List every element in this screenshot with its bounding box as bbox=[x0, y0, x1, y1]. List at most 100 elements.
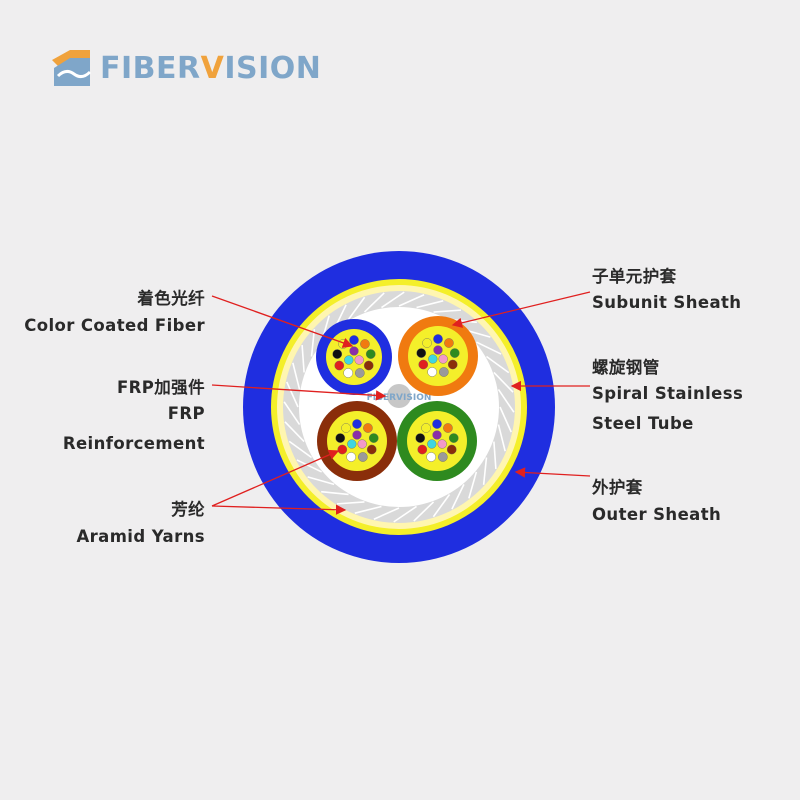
spiral-line bbox=[373, 507, 400, 520]
fiber bbox=[347, 439, 357, 449]
fiber bbox=[438, 452, 448, 462]
spiral-line bbox=[310, 329, 316, 357]
fiber bbox=[332, 349, 343, 359]
spiral-line bbox=[347, 296, 366, 321]
fiber bbox=[446, 444, 457, 455]
subunit-brown bbox=[317, 401, 397, 481]
spiral-line bbox=[292, 362, 301, 390]
fiber bbox=[354, 355, 364, 365]
spiral-tube-lines bbox=[283, 291, 515, 523]
label-subunit-cn: 子单元护套 bbox=[592, 267, 677, 286]
spiral-line bbox=[413, 501, 435, 522]
spiral-line bbox=[476, 341, 502, 355]
subunit-green bbox=[397, 401, 477, 481]
arrow-aramid-2 bbox=[211, 504, 347, 515]
spiral-line bbox=[451, 484, 465, 510]
label-aramid-en: Aramid Yarns bbox=[76, 527, 205, 546]
arrow-color-coated-fiber bbox=[211, 295, 354, 348]
fiber bbox=[366, 444, 377, 455]
spiral-line bbox=[393, 505, 417, 523]
logo-wordmark: FIBERVISION bbox=[100, 50, 322, 86]
fiber bbox=[337, 444, 348, 455]
label-spiral-en-1: Spiral Stainless bbox=[592, 384, 744, 403]
fiber bbox=[363, 423, 373, 433]
spiral-line bbox=[301, 344, 305, 373]
fiber bbox=[349, 335, 359, 345]
spiral-line bbox=[493, 371, 514, 393]
spiral-line bbox=[497, 389, 515, 413]
fiber bbox=[334, 360, 345, 371]
fiber bbox=[415, 433, 426, 443]
spiral-line bbox=[432, 493, 451, 518]
spiral-line bbox=[284, 421, 305, 443]
fiber bbox=[335, 433, 346, 443]
fiber bbox=[343, 368, 353, 378]
spiral-line bbox=[381, 291, 405, 309]
fiber bbox=[437, 439, 447, 449]
arrow-outer-sheath bbox=[514, 467, 591, 478]
fiber bbox=[432, 430, 442, 440]
spiral-line bbox=[354, 505, 382, 514]
arrow-frp bbox=[211, 384, 387, 401]
label-frp-en-1: FRP bbox=[167, 404, 205, 423]
label-color-coated-fiber-en: Color Coated Fiber bbox=[24, 316, 205, 335]
subunit-blue bbox=[316, 319, 392, 395]
spiral-line bbox=[286, 381, 299, 408]
spiral-line bbox=[468, 471, 478, 499]
fiber bbox=[352, 430, 362, 440]
fiber bbox=[448, 433, 459, 443]
fiber bbox=[449, 348, 460, 358]
spiral-line bbox=[398, 294, 425, 307]
arrow-subunit-sheath bbox=[451, 291, 591, 328]
fiber bbox=[427, 367, 437, 377]
spiral-line bbox=[321, 490, 349, 496]
fiber bbox=[349, 346, 359, 356]
fiber bbox=[433, 345, 443, 355]
label-subunit-en: Subunit Sheath bbox=[592, 293, 742, 312]
label-spiral-cn: 螺旋钢管 bbox=[592, 358, 660, 377]
fiber bbox=[360, 339, 370, 349]
fiber bbox=[346, 452, 356, 462]
logo-mark-icon bbox=[52, 50, 92, 86]
label-aramid-cn: 芳纶 bbox=[171, 500, 205, 519]
fiber bbox=[444, 338, 454, 348]
spiral-line bbox=[288, 440, 313, 459]
fiber bbox=[358, 452, 368, 462]
label-frp-cn: FRP加强件 bbox=[117, 378, 205, 397]
fiber bbox=[417, 444, 428, 455]
subunit-orange bbox=[398, 316, 478, 396]
brand-logo: FIBERVISION bbox=[50, 48, 321, 88]
spiral-line bbox=[307, 476, 335, 486]
fiber bbox=[344, 355, 354, 365]
spiral-line bbox=[336, 501, 365, 505]
arrow-aramid-1 bbox=[211, 449, 340, 507]
label-outer-cn: 外护套 bbox=[592, 478, 643, 497]
spiral-line bbox=[493, 441, 497, 470]
fiber bbox=[422, 338, 432, 348]
fiber bbox=[426, 452, 436, 462]
label-outer-en: Outer Sheath bbox=[592, 505, 722, 524]
fiber bbox=[443, 423, 453, 433]
fiber bbox=[357, 439, 367, 449]
fiber bbox=[439, 367, 449, 377]
fiber bbox=[355, 368, 365, 378]
fiber bbox=[433, 334, 443, 344]
fiber bbox=[341, 423, 351, 433]
label-color-coated-fiber-cn: 着色光纤 bbox=[137, 289, 205, 308]
fiber bbox=[428, 354, 438, 364]
fiber bbox=[438, 354, 448, 364]
fiber bbox=[352, 419, 362, 429]
fiber bbox=[418, 359, 429, 370]
fiber bbox=[368, 433, 379, 443]
spiral-line bbox=[497, 424, 506, 452]
spiral-line bbox=[499, 406, 512, 433]
fiber bbox=[365, 349, 376, 359]
spiral-line bbox=[296, 459, 322, 473]
label-frp-en-2: Reinforcement bbox=[62, 434, 205, 453]
frp-reinforcement bbox=[387, 384, 411, 408]
label-spiral-en-2: Steel Tube bbox=[592, 414, 694, 433]
spiral-line bbox=[416, 300, 444, 309]
spiral-line bbox=[283, 401, 301, 425]
spiral-line bbox=[485, 355, 510, 374]
